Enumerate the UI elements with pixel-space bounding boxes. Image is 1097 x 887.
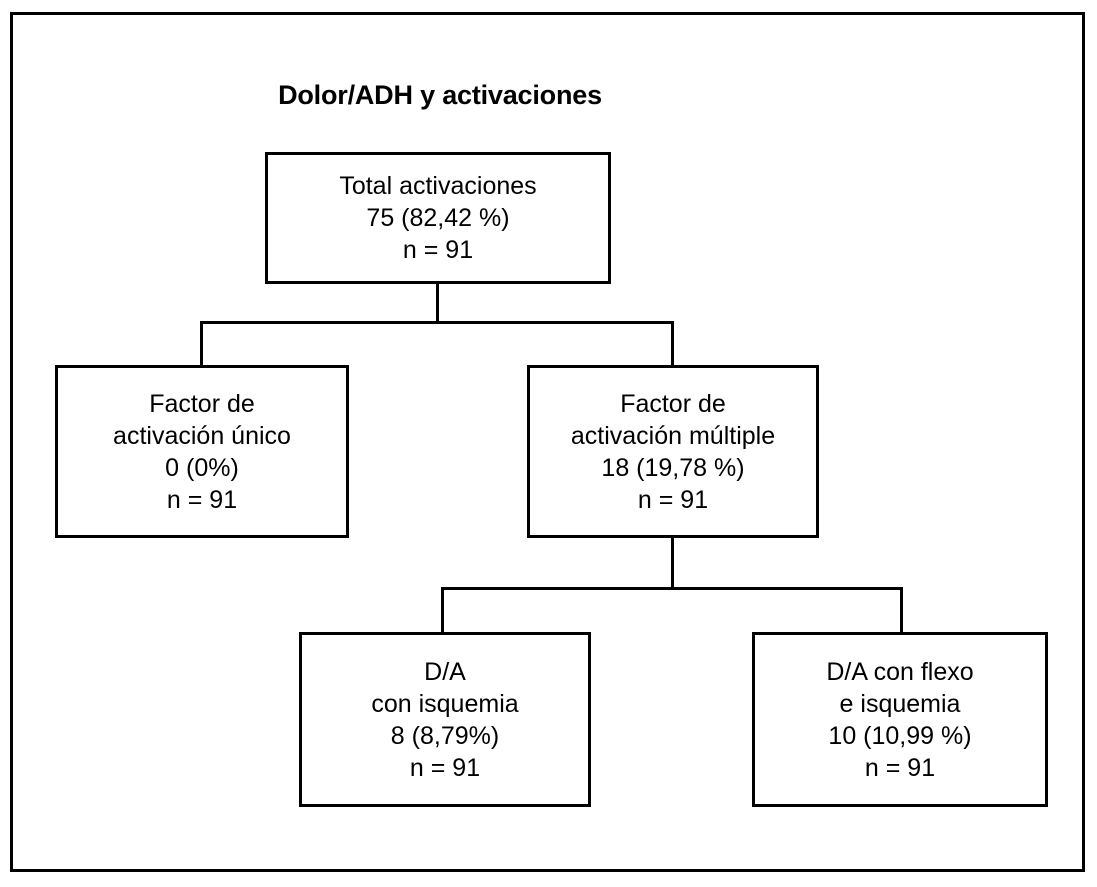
node-unico-line-4: n = 91: [166, 485, 238, 514]
figure-title: Dolor/ADH y activaciones: [278, 80, 602, 110]
node-total-line-2: 75 (82,42 %): [366, 204, 510, 232]
node-total-line-3: n = 91: [402, 236, 474, 264]
node-multiple-line-3: 18 (19,78 %): [601, 453, 745, 482]
node-isquemia-line-1: D/A: [424, 657, 466, 686]
connector-multiple-bar: [441, 587, 903, 590]
node-total-activaciones: Total activaciones 75 (82,42 %) n = 91: [265, 152, 611, 284]
node-unico-line-2: activación único: [113, 421, 291, 450]
connector-multiple-to-isquemia: [441, 587, 444, 634]
figure-border: [10, 12, 1085, 872]
node-multiple-line-2: activación múltiple: [570, 421, 776, 450]
node-unico-line-3: 0 (0%): [165, 453, 239, 482]
node-flexo-line-1: D/A con flexo: [826, 657, 974, 686]
node-factor-activacion-unico: Factor de activación único 0 (0%) n = 91: [55, 365, 349, 538]
connector-multiple-to-flexo: [900, 587, 903, 634]
node-flexo-line-4: n = 91: [864, 753, 936, 782]
node-da-con-flexo-e-isquemia: D/A con flexo e isquemia 10 (10,99 %) n …: [752, 632, 1048, 807]
node-unico-line-1: Factor de: [149, 389, 255, 418]
node-flexo-line-2: e isquemia: [839, 689, 961, 718]
connector-multiple-stem: [671, 537, 674, 589]
node-isquemia-line-2: con isquemia: [371, 689, 519, 718]
node-flexo-line-3: 10 (10,99 %): [828, 721, 972, 750]
node-multiple-line-4: n = 91: [637, 485, 709, 514]
node-multiple-line-1: Factor de: [620, 389, 726, 418]
connector-total-bar: [200, 321, 674, 324]
node-isquemia-line-3: 8 (8,79%): [390, 721, 500, 750]
node-factor-activacion-multiple: Factor de activación múltiple 18 (19,78 …: [527, 365, 819, 538]
node-da-con-isquemia: D/A con isquemia 8 (8,79%) n = 91: [299, 632, 591, 807]
node-isquemia-line-4: n = 91: [409, 753, 481, 782]
node-total-line-1: Total activaciones: [339, 172, 537, 200]
connector-total-to-multiple: [671, 321, 674, 367]
connector-total-stem: [436, 283, 439, 323]
connector-total-to-unico: [200, 321, 203, 367]
